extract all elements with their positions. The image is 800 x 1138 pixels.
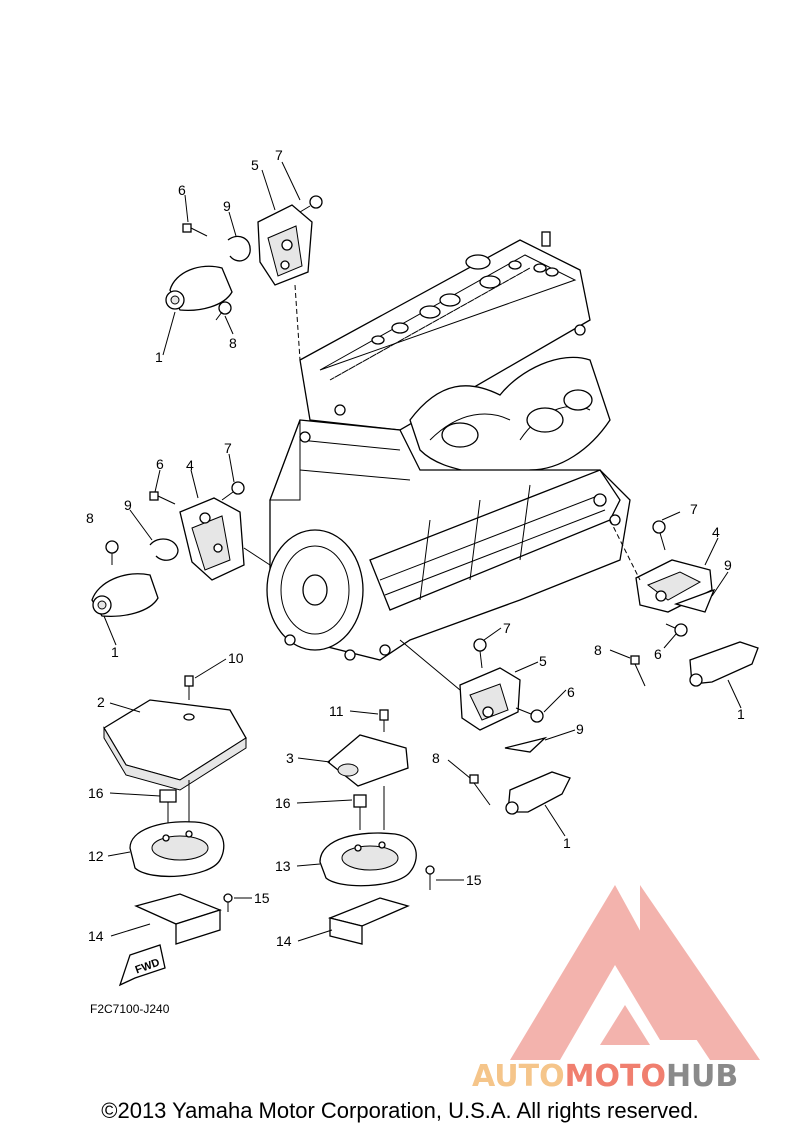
callout-7: 7: [275, 147, 283, 163]
callout-6: 6: [567, 684, 575, 700]
callout-8: 8: [432, 750, 440, 766]
mount-assembly-lower-center: [399, 638, 571, 815]
callout-2: 2: [97, 694, 105, 710]
copyright-text: ©2013 Yamaha Motor Corporation, U.S.A. A…: [101, 1098, 699, 1123]
watermark-logo: [510, 885, 760, 1060]
callout-9: 9: [724, 557, 732, 573]
callout-13: 13: [275, 858, 291, 874]
callout-1: 1: [563, 835, 571, 851]
callout-15: 15: [254, 890, 270, 906]
callout-3: 3: [286, 750, 294, 766]
callout-9: 9: [223, 198, 231, 214]
callout-15: 15: [466, 872, 482, 888]
fwd-arrow: FWD: [118, 944, 166, 987]
callout-9: 9: [576, 721, 584, 737]
mount-assembly-right: [609, 519, 759, 687]
callout-7: 7: [503, 620, 511, 636]
callout-14: 14: [88, 928, 104, 944]
callout-8: 8: [594, 642, 602, 658]
callouts: 7 5 6 9 1 8 7 6 4 8 9 1 7 4 9 8 6 1 7 5 …: [86, 147, 745, 949]
callout-5: 5: [539, 653, 547, 669]
callout-7: 7: [690, 501, 698, 517]
callout-10: 10: [228, 650, 244, 666]
leader-lines: [103, 161, 742, 942]
callout-1: 1: [737, 706, 745, 722]
watermark-text: AUTOMOTOHUB: [472, 1059, 738, 1094]
callout-6: 6: [178, 182, 186, 198]
callout-4: 4: [712, 524, 720, 540]
engine-block: [266, 231, 631, 661]
callout-16: 16: [275, 795, 291, 811]
callout-12: 12: [88, 848, 104, 864]
drawing-code: F2C7100-J240: [90, 1002, 170, 1016]
mount-assembly-mid-left: [91, 481, 271, 618]
callout-5: 5: [251, 157, 259, 173]
callout-1: 1: [155, 349, 163, 365]
callout-6: 6: [654, 646, 662, 662]
callout-11: 11: [329, 703, 344, 719]
callout-8: 8: [229, 335, 237, 351]
lower-center-parts: [319, 709, 435, 945]
callout-1: 1: [111, 644, 119, 660]
callout-9: 9: [124, 497, 132, 513]
callout-4: 4: [186, 457, 194, 473]
callout-16: 16: [88, 785, 104, 801]
callout-8: 8: [86, 510, 94, 526]
callout-14: 14: [276, 933, 292, 949]
callout-6: 6: [156, 456, 164, 472]
mount-assembly-upper-left: [165, 195, 323, 361]
callout-7: 7: [224, 440, 232, 456]
lower-left-parts: [103, 675, 247, 945]
